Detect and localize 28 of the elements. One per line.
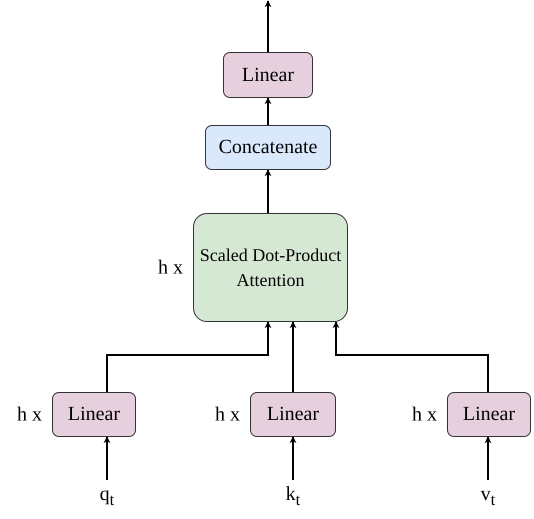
- arrow: [104, 436, 110, 480]
- input-label: k$_{t}$: [278, 480, 308, 512]
- repeat-label: h x: [17, 403, 42, 426]
- process-box: [193, 213, 348, 322]
- arrow: [290, 436, 296, 480]
- process-box: [205, 125, 331, 170]
- box-label: Scaled Dot-Product Attention: [198, 244, 342, 292]
- arrow: [332, 321, 489, 392]
- box-label: Concatenate: [218, 135, 318, 160]
- arrow: [264, 0, 272, 52]
- arrow: [484, 436, 492, 480]
- repeat-label: h x: [158, 256, 183, 279]
- arrow: [106, 321, 272, 392]
- process-box: [250, 392, 336, 437]
- box-label: Linear: [462, 402, 516, 427]
- input-label: v$_{t}$: [473, 480, 503, 512]
- repeat-label: h x: [412, 403, 437, 426]
- box-label: Linear: [266, 402, 320, 427]
- arrow: [264, 97, 272, 125]
- arrow: [290, 321, 296, 392]
- arrow: [264, 169, 272, 213]
- process-box: [52, 392, 136, 437]
- process-box: [447, 392, 531, 437]
- input-label: q$_{t}$: [92, 480, 122, 512]
- repeat-label: h x: [215, 403, 240, 426]
- process-box: [223, 52, 313, 98]
- box-label: Linear: [68, 402, 120, 427]
- box-label: Linear: [242, 62, 294, 88]
